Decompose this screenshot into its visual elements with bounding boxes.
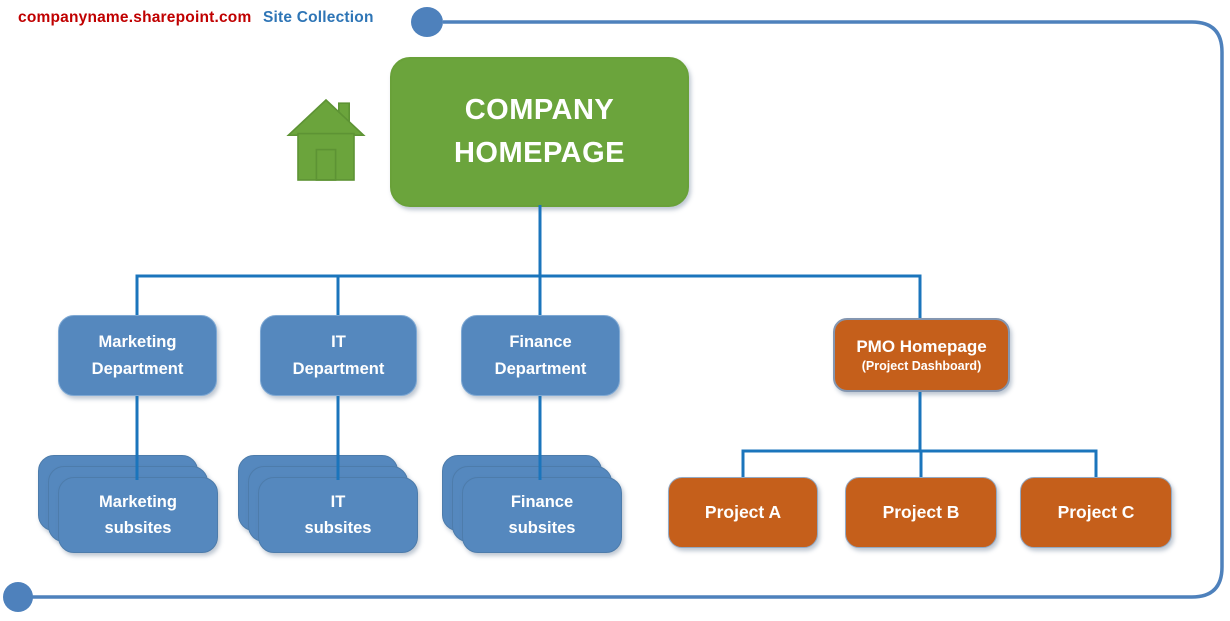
frame-endpoint-bottom-circle [3,582,33,612]
home-icon [286,98,366,181]
node-marketing-subsites: Marketing subsites [58,477,218,553]
connector-department-bus [135,274,922,318]
node-project-c: Project C [1020,477,1172,548]
frame-endpoint-top-circle [411,7,443,37]
node-finance-department: Finance Department [461,315,620,396]
stack-marketing-subsites: Marketing subsites [38,455,219,554]
node-it-subsites: IT subsites [258,477,418,553]
site-domain-text: companyname.sharepoint.com [18,9,252,26]
node-project-a: Project A [668,477,818,548]
stack-it-subsites: IT subsites [238,455,419,554]
pmo-title: PMO Homepage [856,336,987,356]
node-pmo-homepage: PMO Homepage (Project Dashboard) [833,318,1010,392]
node-marketing-department: Marketing Department [58,315,217,396]
node-it-department: IT Department [260,315,417,396]
node-finance-subsites: Finance subsites [462,477,622,553]
diagram-caption: companyname.sharepoint.com Site Collecti… [18,9,374,27]
connector-project-bus [741,449,1098,477]
pmo-subtitle: (Project Dashboard) [861,358,982,373]
node-project-b: Project B [845,477,997,548]
node-company-homepage: COMPANY HOMEPAGE [390,57,689,207]
site-collection-label: Site Collection [262,9,374,26]
stack-finance-subsites: Finance subsites [442,455,623,554]
